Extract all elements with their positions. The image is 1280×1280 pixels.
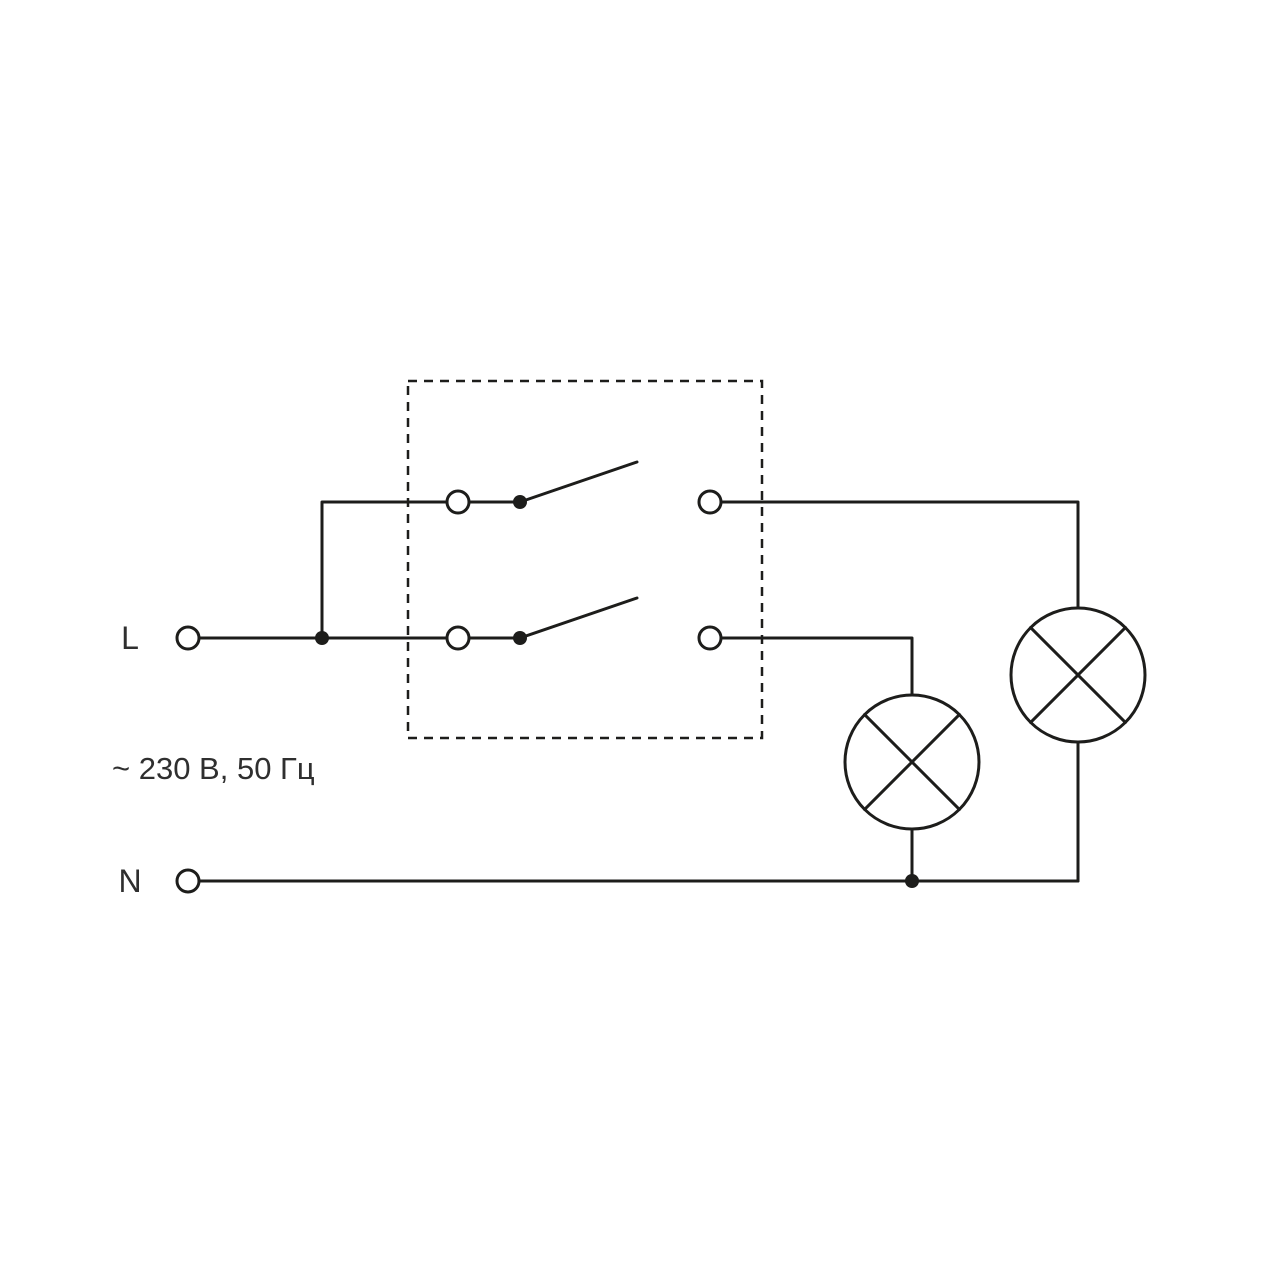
lamp2-cross-icon	[1029, 626, 1127, 724]
junction-live-branch	[315, 631, 329, 645]
label-neutral: N	[118, 863, 141, 899]
label-voltage: ~ 230 В, 50 Гц	[112, 751, 315, 786]
switch-enclosure-dashed-box	[406, 379, 764, 740]
switch1-pivot-dot	[513, 495, 527, 509]
label-live: L	[121, 620, 139, 656]
switch2-lever	[518, 596, 639, 640]
switch2-input-terminal	[445, 625, 471, 651]
terminal-N	[175, 868, 201, 894]
wire-branch-to-switch1	[320, 500, 449, 640]
switch1-output-terminal	[697, 489, 723, 515]
wire-switch1-to-lamp2	[719, 500, 1080, 610]
lamp2-circle	[1009, 606, 1147, 744]
terminal-L	[175, 625, 201, 651]
lamp-1	[843, 693, 981, 831]
lamp1-cross-icon	[863, 713, 961, 811]
lamp-2	[1009, 606, 1147, 744]
switch1-lever	[518, 460, 639, 504]
switch2-output-terminal	[697, 625, 723, 651]
lamp1-circle	[843, 693, 981, 831]
wire-switch2-to-lamp1	[719, 636, 914, 697]
junction-neutral	[905, 874, 919, 888]
switch1-input-terminal	[445, 489, 471, 515]
switch2-pivot-dot	[513, 631, 527, 645]
